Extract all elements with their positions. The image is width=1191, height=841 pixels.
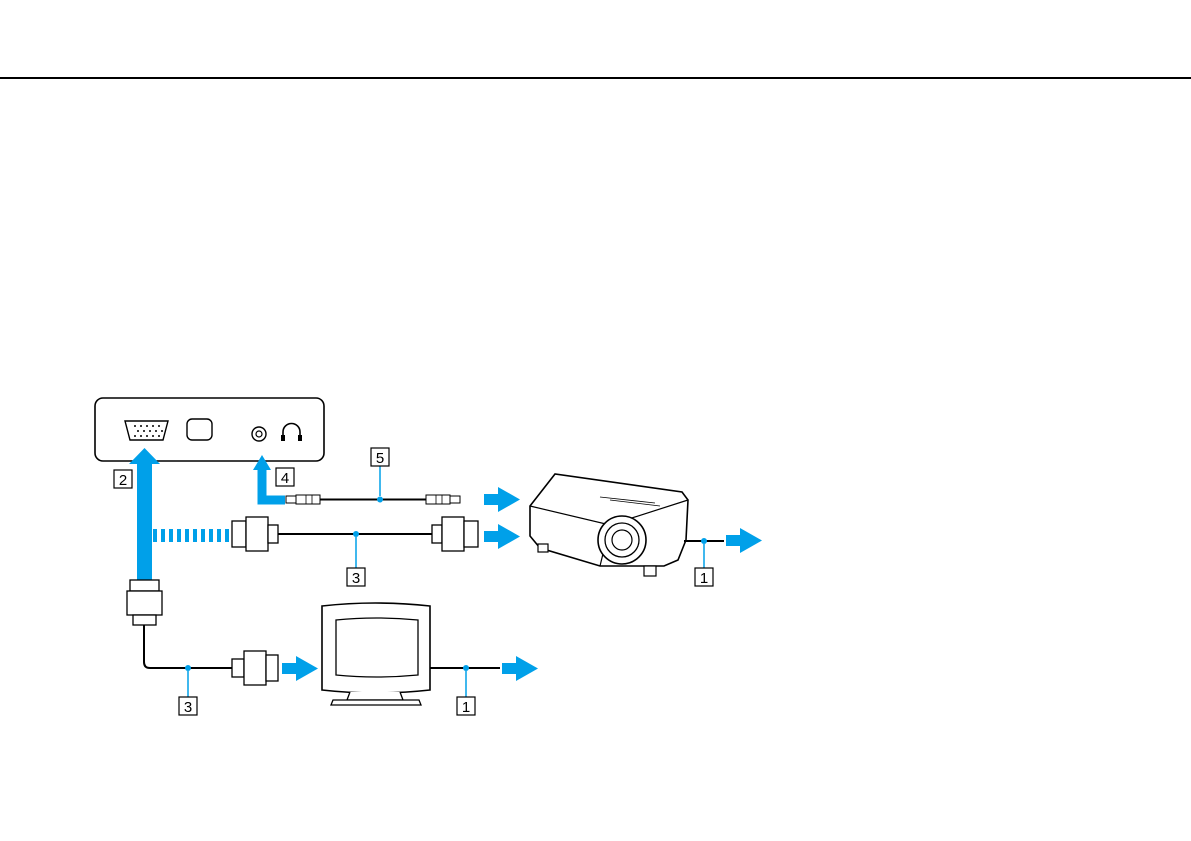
callout-4: 4	[276, 468, 294, 487]
hdmi-port-icon	[187, 419, 212, 440]
svg-text:5: 5	[376, 450, 384, 467]
vga-connection-arrow	[129, 448, 229, 580]
projector-power-arrow	[726, 528, 762, 553]
headphone-jack-icon	[252, 427, 266, 441]
projector-display-cable	[232, 517, 478, 568]
callout-2: 2	[114, 470, 132, 489]
svg-text:2: 2	[119, 472, 127, 489]
monitor-power-arrow	[502, 656, 538, 681]
projector-video-arrow	[484, 524, 520, 549]
projector-icon	[530, 474, 724, 576]
callout-3-monitor: 3	[179, 697, 197, 716]
monitor-display-cable	[127, 580, 278, 697]
svg-text:1: 1	[462, 699, 470, 716]
svg-text:3: 3	[184, 699, 192, 716]
monitor-video-arrow	[282, 656, 318, 681]
monitor-icon	[322, 603, 500, 705]
callout-5: 5	[371, 448, 389, 467]
audio-cable	[286, 466, 460, 504]
callout-3-projector: 3	[347, 568, 365, 587]
vga-port-icon	[125, 421, 168, 440]
svg-text:3: 3	[352, 570, 360, 587]
projector-audio-arrow	[484, 487, 520, 512]
svg-text:4: 4	[281, 470, 289, 487]
svg-text:1: 1	[700, 570, 708, 587]
computer-port-panel	[95, 398, 324, 461]
callout-1-projector: 1	[695, 568, 713, 587]
callout-1-monitor: 1	[457, 697, 475, 716]
